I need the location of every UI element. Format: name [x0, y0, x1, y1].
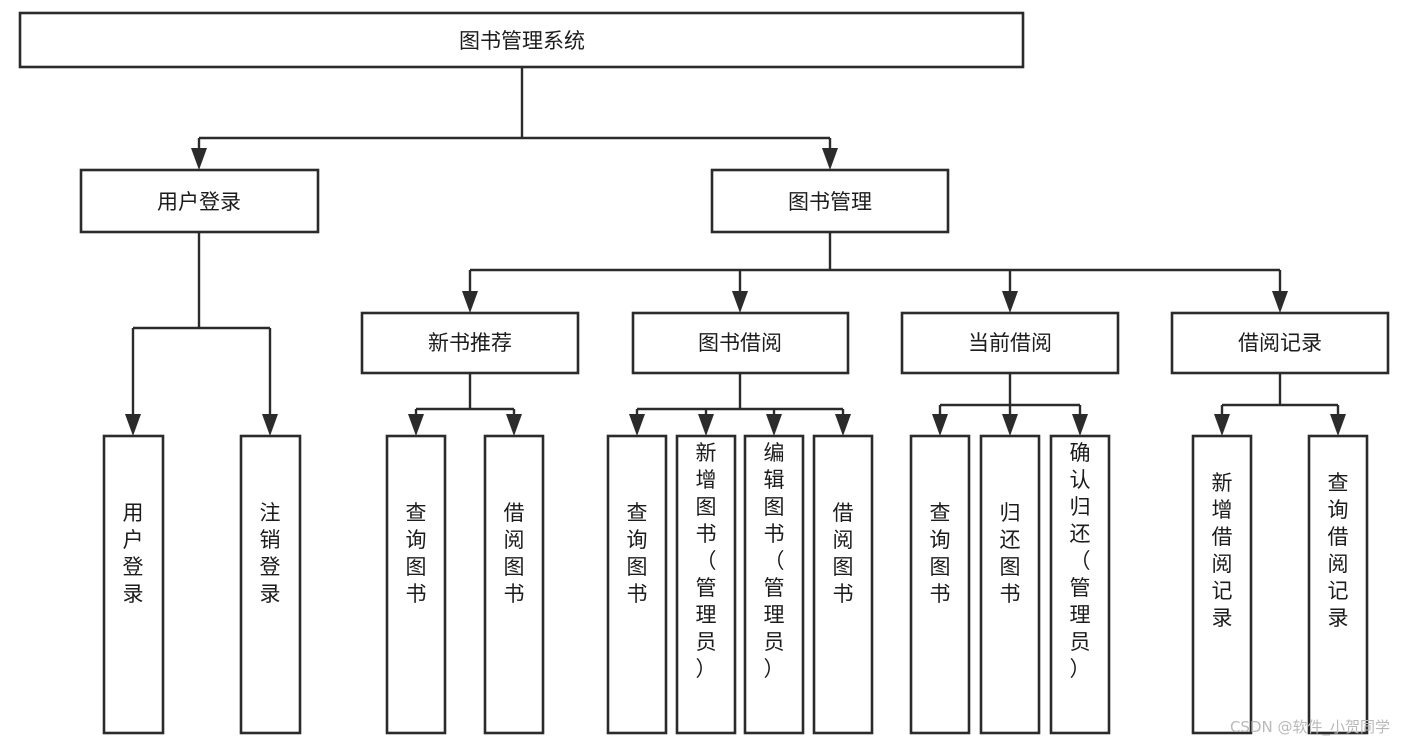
leaf-logout-login-label: 注销登录 [260, 501, 281, 606]
csdn-watermark: CSDN @软件_小贺同学 [1230, 718, 1390, 737]
leaf-edit-book-label: 编辑图书（管理员） [764, 441, 785, 681]
arrow-head-leaf-logout-login [262, 414, 278, 436]
leaf-query-book-1-box[interactable] [385, 434, 447, 735]
node-borrow-record-box[interactable] [1170, 311, 1390, 375]
leaf-query-book-2-label: 查询图书 [627, 501, 648, 606]
leaf-borrow-book-2[interactable]: 借阅图书 [812, 434, 874, 735]
arrow-head-user-login [191, 148, 207, 170]
leaf-query-book-2[interactable]: 查询图书 [606, 434, 668, 735]
node-book-manage[interactable]: 图书管理 [710, 168, 950, 234]
leaf-borrow-book-2-label: 借阅图书 [833, 501, 854, 606]
arrow-head-leaf-return-book [1002, 414, 1018, 436]
leaf-confirm-return-label: 确认归还（管理员） [1070, 441, 1091, 681]
arrow-head-leaf-add-book [698, 414, 714, 436]
arrow-head-book-manage [822, 148, 838, 170]
node-current-borrow[interactable]: 当前借阅 [900, 311, 1120, 375]
arrow-head-book-borrow [732, 291, 748, 313]
arrow-head-leaf-query-book-3 [932, 414, 948, 436]
leaf-user-login-box[interactable] [102, 434, 165, 735]
arrow-head-leaf-borrow-book-2 [835, 414, 851, 436]
node-borrow-record[interactable]: 借阅记录 [1170, 311, 1390, 375]
node-book-borrow[interactable]: 图书借阅 [631, 311, 850, 375]
leaf-confirm-return-box[interactable] [1049, 434, 1111, 735]
arrow-head-leaf-borrow-book-1 [506, 414, 522, 436]
leaf-add-book-label: 新增图书（管理员） [696, 441, 717, 681]
arrow-head-current-borrow [1002, 291, 1018, 313]
arrow-head-new-book-rec [462, 291, 478, 313]
leaf-return-book-box[interactable] [979, 434, 1041, 735]
node-new-book-rec-label: 新书推荐 [428, 331, 512, 355]
node-user-login[interactable]: 用户登录 [79, 168, 320, 234]
leaf-edit-book-box[interactable] [743, 434, 805, 735]
leaf-borrow-book-1[interactable]: 借阅图书 [483, 434, 545, 735]
leaf-query-book-1[interactable]: 查询图书 [385, 434, 447, 735]
leaf-user-login[interactable]: 用户登录 [102, 434, 165, 735]
node-borrow-record-label: 借阅记录 [1238, 331, 1322, 355]
leaf-add-book-box[interactable] [675, 434, 737, 735]
leaf-edit-book[interactable]: 编辑图书（管理员） [743, 434, 805, 735]
node-root[interactable]: 图书管理系统 [18, 11, 1025, 69]
leaf-logout-login-box[interactable] [239, 434, 302, 735]
leaf-add-record-box[interactable] [1191, 434, 1253, 735]
node-new-book-rec[interactable]: 新书推荐 [360, 311, 580, 375]
leaf-borrow-book-1-box[interactable] [483, 434, 545, 735]
leaf-add-record-label: 新增借阅记录 [1212, 471, 1233, 630]
node-new-book-rec-box[interactable] [360, 311, 580, 375]
leaf-query-record-box[interactable] [1307, 434, 1369, 735]
node-current-borrow-box[interactable] [900, 311, 1120, 375]
edges-layer [125, 67, 1346, 436]
leaf-return-book-label: 归还图书 [1000, 501, 1021, 606]
arrow-head-leaf-edit-book [766, 414, 782, 436]
leaf-query-book-2-box[interactable] [606, 434, 668, 735]
leaf-query-record-label: 查询借阅记录 [1328, 471, 1349, 630]
arrow-head-leaf-query-book-2 [629, 414, 645, 436]
leaf-borrow-book-1-label: 借阅图书 [504, 501, 525, 606]
leaf-confirm-return[interactable]: 确认归还（管理员） [1049, 434, 1111, 735]
leaf-logout-login[interactable]: 注销登录 [239, 434, 302, 735]
leaf-query-book-3[interactable]: 查询图书 [909, 434, 971, 735]
leaf-add-book[interactable]: 新增图书（管理员） [675, 434, 737, 735]
arrow-head-leaf-query-record [1330, 414, 1346, 436]
node-book-borrow-label: 图书借阅 [698, 331, 782, 355]
node-book-manage-box[interactable] [710, 168, 950, 234]
node-root-label: 图书管理系统 [459, 29, 585, 53]
arrow-head-leaf-add-record [1214, 414, 1230, 436]
leaf-user-login-label: 用户登录 [123, 501, 144, 606]
arrow-head-leaf-confirm-return [1072, 414, 1088, 436]
node-book-borrow-box[interactable] [631, 311, 850, 375]
arrow-head-leaf-query-book-1 [408, 414, 424, 436]
leaf-add-record[interactable]: 新增借阅记录 [1191, 434, 1253, 735]
arrow-head-leaf-user-login [125, 414, 141, 436]
leaf-query-record[interactable]: 查询借阅记录 [1307, 434, 1369, 735]
node-book-manage-label: 图书管理 [788, 190, 872, 214]
leaf-query-book-3-label: 查询图书 [930, 501, 951, 606]
node-root-box[interactable] [18, 11, 1025, 69]
node-current-borrow-label: 当前借阅 [968, 331, 1052, 355]
node-user-login-box[interactable] [79, 168, 320, 234]
leaf-query-book-1-label: 查询图书 [406, 501, 427, 606]
leaf-return-book[interactable]: 归还图书 [979, 434, 1041, 735]
leaf-borrow-book-2-box[interactable] [812, 434, 874, 735]
node-user-login-label: 用户登录 [157, 190, 241, 214]
leaf-query-book-3-box[interactable] [909, 434, 971, 735]
arrow-head-borrow-record [1272, 291, 1288, 313]
